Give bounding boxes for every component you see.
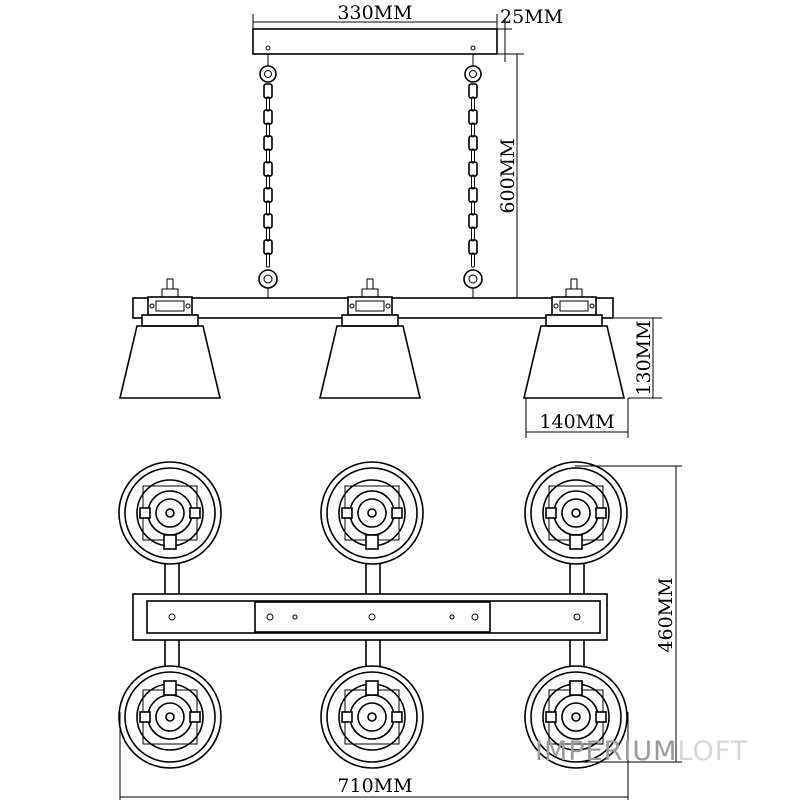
elevation-view: 330MM 25MM 600MM 130MM 140MM <box>118 2 662 438</box>
chain-link <box>263 161 273 177</box>
chain-left <box>258 54 278 298</box>
chain-link <box>468 83 478 99</box>
chain-link <box>471 226 475 242</box>
dim-chain-length: 600MM <box>497 53 524 299</box>
watermark-logo: IMPERIUMLOFT <box>535 736 748 767</box>
watermark-part2: LOFT <box>677 736 748 767</box>
chain-link <box>471 174 475 190</box>
dim-canopy-width: 330MM <box>252 2 498 29</box>
plan-shade-5 <box>320 665 424 769</box>
watermark-part1: IMPERIUM <box>535 736 677 767</box>
dim-shade-width: 140MM <box>525 398 629 438</box>
chain-link <box>468 213 478 229</box>
dim-shade-height-label: 130MM <box>633 320 655 395</box>
chain-link <box>468 187 478 203</box>
chain-link <box>263 239 273 255</box>
chain-link <box>266 122 270 138</box>
chain-link <box>471 122 475 138</box>
chain-link <box>471 96 475 112</box>
plan-view: 460MM 710MM <box>118 461 682 800</box>
dim-chain-length-label: 600MM <box>497 138 519 213</box>
canopy <box>252 28 498 55</box>
dim-shade-height: 130MM <box>614 317 662 399</box>
chain-link <box>471 252 475 268</box>
chain-link <box>263 213 273 229</box>
chain-link <box>471 200 475 216</box>
plan-bar-screws <box>168 613 581 621</box>
chain-link <box>468 109 478 125</box>
elevation-shade-1 <box>118 278 222 399</box>
chain-link <box>468 161 478 177</box>
plan-shade-4 <box>118 665 222 769</box>
plan-shade-3 <box>524 461 628 565</box>
elevation-shades <box>118 278 626 399</box>
chain-link <box>263 109 273 125</box>
dim-fixture-length: 710MM <box>119 712 629 800</box>
chain-link <box>266 148 270 164</box>
svg-text:IMPERIUMLOFT: IMPERIUMLOFT <box>535 736 748 767</box>
dim-fixture-depth-label: 460MM <box>655 577 677 652</box>
dim-canopy-width-label: 330MM <box>337 2 412 24</box>
dim-shade-width-label: 140MM <box>539 411 614 433</box>
plan-shade-2 <box>320 461 424 565</box>
plan-shade-6 <box>524 665 628 769</box>
chain-link <box>468 135 478 151</box>
chain-right <box>463 54 483 298</box>
chain-link <box>263 187 273 203</box>
dim-canopy-height-label: 25MM <box>500 6 563 28</box>
chain-link <box>471 148 475 164</box>
elevation-shade-3 <box>522 278 626 399</box>
dim-fixture-length-label: 710MM <box>337 775 412 797</box>
chain-link <box>266 200 270 216</box>
dim-fixture-depth: 460MM <box>575 465 682 763</box>
plan-shades <box>118 461 628 769</box>
chain-link <box>468 239 478 255</box>
chain-link <box>263 135 273 151</box>
plan-bar-plate <box>254 601 491 633</box>
plan-shade-1 <box>118 461 222 565</box>
chain-link <box>266 96 270 112</box>
plan-bar-inner <box>146 600 601 634</box>
chain-link <box>266 252 270 268</box>
chain-link <box>263 83 273 99</box>
chain-link <box>266 174 270 190</box>
chain-link <box>266 226 270 242</box>
elevation-shade-2 <box>318 278 422 399</box>
